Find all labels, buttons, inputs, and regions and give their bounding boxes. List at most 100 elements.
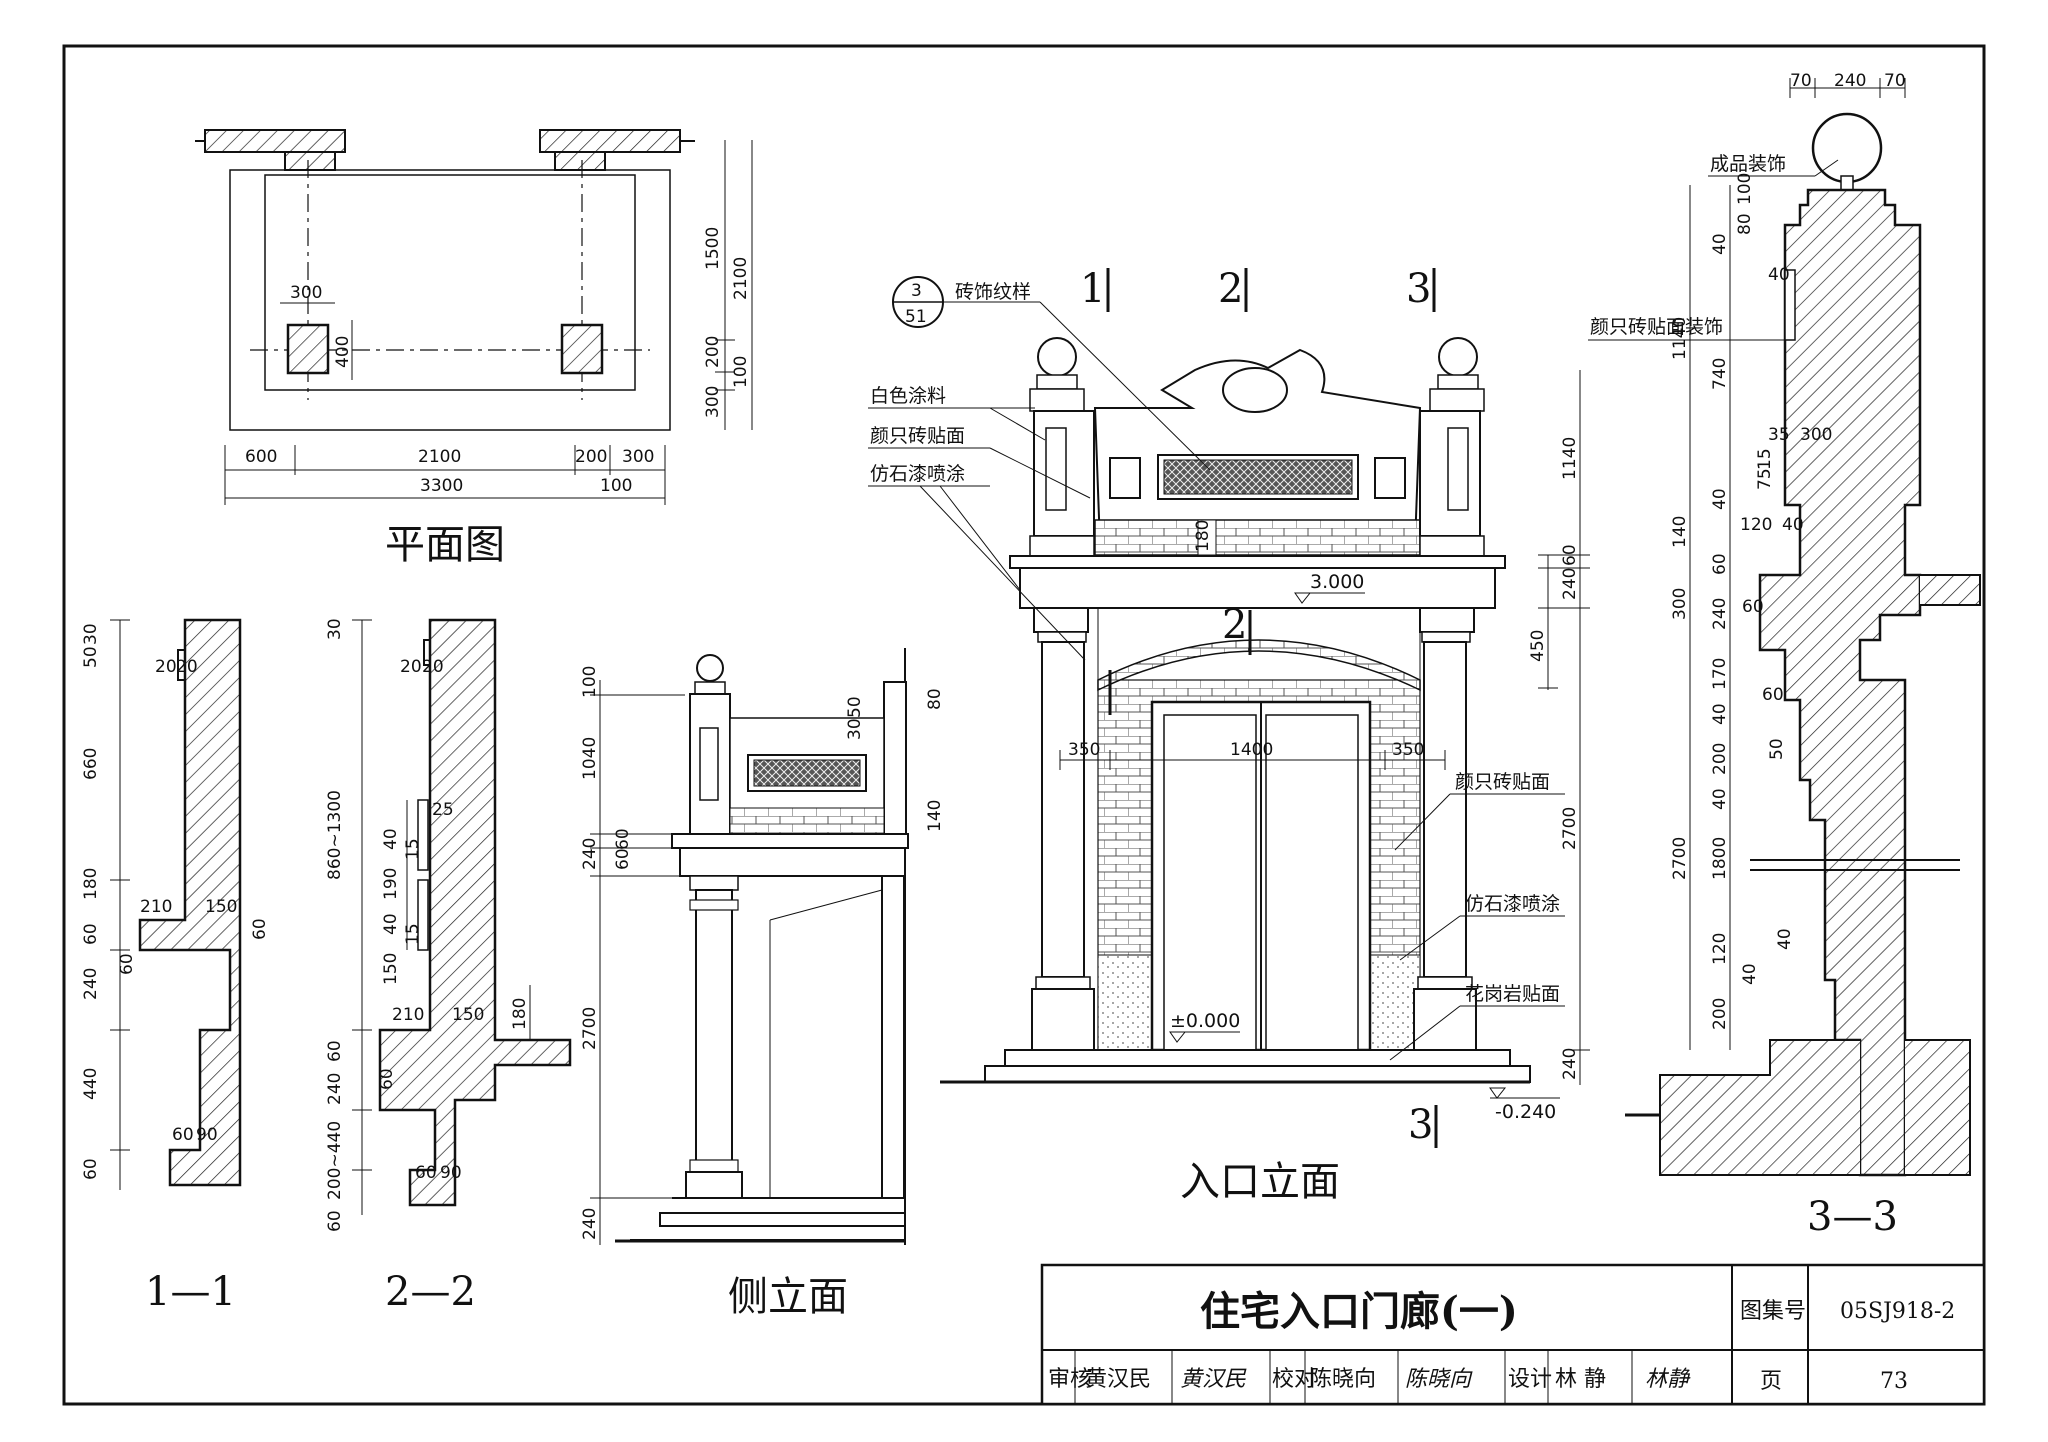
front-dim-2700: 2700 (1560, 807, 1580, 850)
title-block: 住宅入口门廊(一) 图集号 05SJ918-2 页 73 审核 黄汉民 黄汉民 … (1040, 1263, 1986, 1406)
s33-dim-120: 120 (1740, 515, 1772, 535)
side-dim-60a: 60 (613, 828, 633, 850)
section-3-3-title: 3—3 (1807, 1194, 1898, 1240)
s11-dim-20b: 20 (176, 657, 198, 677)
side-dim-1040: 1040 (580, 737, 600, 780)
s22-dim-190: 190 (381, 868, 401, 900)
s33-dim-40f: 40 (1710, 788, 1730, 810)
s33-dim-300b: 300 (1670, 588, 1690, 620)
section-mark-1: 1 (1080, 266, 1105, 312)
plan-dim-3300: 3300 (420, 476, 463, 496)
plan-dim-200v: 200 (703, 336, 723, 368)
section-3-3: 70 240 70 成品装饰 颜只砖贴面装饰 100 80 40 1140 74… (1588, 71, 1981, 1240)
s11-dim-660: 660 (81, 748, 101, 780)
s33-dim-100: 100 (1735, 173, 1755, 205)
front-dim-240: 240 (1560, 568, 1580, 600)
s33-dim-300: 300 (1800, 425, 1832, 445)
side-dim-80: 80 (925, 688, 945, 710)
designer-name: 林 静 (1555, 1367, 1606, 1392)
plan-dim-1500: 1500 (703, 227, 723, 270)
plan-dim-300b: 300 (622, 447, 654, 467)
s11-dim-60a: 60 (81, 923, 101, 945)
section-1-1: 30 50 20 20 660 180 210 150 60 60 240 60… (81, 618, 270, 1315)
designer-signature: 林静 (1645, 1367, 1691, 1392)
s33-top-240: 240 (1834, 71, 1866, 91)
s22-dim-25: 25 (432, 800, 454, 820)
s33-dim-200: 200 (1710, 743, 1730, 775)
s22-dim-60c: 60 (415, 1163, 437, 1183)
label-finished-ornament: 成品装饰 (1710, 153, 1786, 175)
s33-dim-80: 80 (1735, 213, 1755, 235)
plan-dim-100v: 100 (731, 356, 751, 388)
s22-dim-240: 240 (325, 1073, 345, 1105)
label-brick-pattern: 砖饰纹样 (955, 281, 1031, 303)
s22-dim-90: 90 (440, 1163, 462, 1183)
s11-dim-180: 180 (81, 868, 101, 900)
side-dim-240: 240 (580, 838, 600, 870)
label-brick-facing-1: 颜只砖贴面 (870, 425, 965, 447)
s22-dim-150: 150 (452, 1005, 484, 1025)
s22-dim-60b: 60 (377, 1068, 397, 1090)
ref-top: 3 (911, 281, 922, 301)
s33-dim-35: 35 (1768, 425, 1790, 445)
s11-dim-210: 210 (140, 897, 172, 917)
section-2-2-title: 2—2 (385, 1269, 476, 1315)
label-granite: 花岗岩贴面 (1465, 983, 1560, 1005)
s22-dim-30: 30 (325, 618, 345, 640)
s33-dim-200b: 200 (1710, 998, 1730, 1030)
s22-dim-20b: 20 (422, 657, 444, 677)
s22-dim-200-440: 200~440 (325, 1121, 345, 1200)
s33-dim-40h: 40 (1740, 963, 1760, 985)
s33-dim-170: 170 (1710, 658, 1730, 690)
s33-dim-40b: 40 (1768, 265, 1790, 285)
section-mark-3b: 3 (1408, 1102, 1433, 1148)
s33-dim-140: 140 (1670, 516, 1690, 548)
plan-dim-2100v: 2100 (731, 257, 751, 300)
s11-dim-60d: 60 (172, 1125, 194, 1145)
side-dim-140: 140 (925, 800, 945, 832)
s33-dim-2700: 2700 (1670, 837, 1690, 880)
s11-dim-150: 150 (205, 897, 237, 917)
level-3000: 3.000 (1310, 571, 1364, 593)
section-mark-3: 3 (1406, 266, 1431, 312)
s22-dim-150v: 150 (381, 953, 401, 985)
section-mark-2b: 2 (1222, 602, 1247, 648)
s22-dim-20a: 20 (400, 657, 422, 677)
label-stone-paint-2: 仿石漆喷涂 (1465, 893, 1560, 915)
s11-dim-50: 50 (81, 646, 101, 668)
side-dim-50: 50 (845, 696, 865, 718)
side-elevation: 100 1040 30 50 80 60 140 60 240 2700 240… (580, 648, 945, 1320)
s22-dim-210: 210 (392, 1005, 424, 1025)
s33-dim-40c: 40 (1710, 488, 1730, 510)
side-dim-100: 100 (580, 666, 600, 698)
s33-dim-1140: 1140 (1670, 317, 1690, 360)
ref-bottom: 51 (905, 307, 927, 327)
side-dim-30: 30 (845, 718, 865, 740)
front-dim-60: 60 (1560, 544, 1580, 566)
level-minus-0240: -0.240 (1495, 1101, 1556, 1123)
reviewer-name: 黄汉民 (1085, 1367, 1151, 1392)
section-2-2: 30 20 20 860~1300 25 40 15 190 40 15 150… (325, 618, 572, 1315)
s11-dim-60c: 60 (117, 953, 137, 975)
plan-dim-100: 100 (600, 476, 632, 496)
checker-signature: 陈晓向 (1405, 1367, 1473, 1392)
s22-dim-860-1300: 860~1300 (325, 790, 345, 880)
page-label: 页 (1760, 1369, 1782, 1394)
front-elevation: 3 51 砖饰纹样 白色涂料 颜只砖贴面 仿石漆喷涂 颜只砖贴面 仿石漆喷涂 花… (868, 266, 1590, 1205)
s33-dim-120b: 120 (1710, 933, 1730, 965)
label-stone-paint-1: 仿石漆喷涂 (870, 463, 965, 485)
side-elevation-title: 侧立面 (728, 1274, 848, 1320)
label-brick-facing-2: 颜只砖贴面 (1455, 771, 1550, 793)
s22-dim-60a: 60 (325, 1040, 345, 1062)
s22-dim-40b: 40 (381, 913, 401, 935)
front-dim-180: 180 (1193, 520, 1213, 552)
plan-dim-2100: 2100 (418, 447, 461, 467)
reviewer-signature: 黄汉民 (1180, 1367, 1247, 1392)
s33-dim-40d: 40 (1782, 515, 1804, 535)
s22-dim-60d: 60 (325, 1210, 345, 1232)
section-mark-2: 2 (1218, 266, 1243, 312)
s33-dim-50: 50 (1767, 738, 1787, 760)
label-brick-decoration: 颜只砖贴面装饰 (1590, 316, 1723, 338)
s33-dim-75: 75 (1755, 468, 1775, 490)
